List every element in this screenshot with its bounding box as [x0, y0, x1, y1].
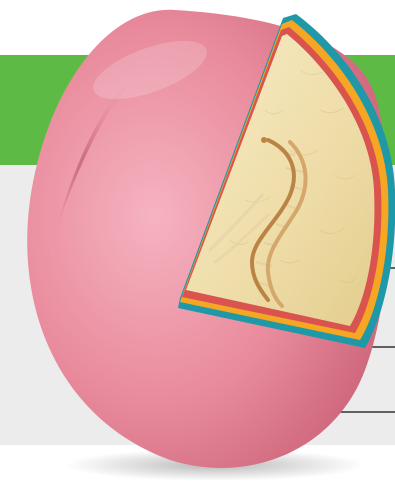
dna-end-top [261, 137, 267, 143]
